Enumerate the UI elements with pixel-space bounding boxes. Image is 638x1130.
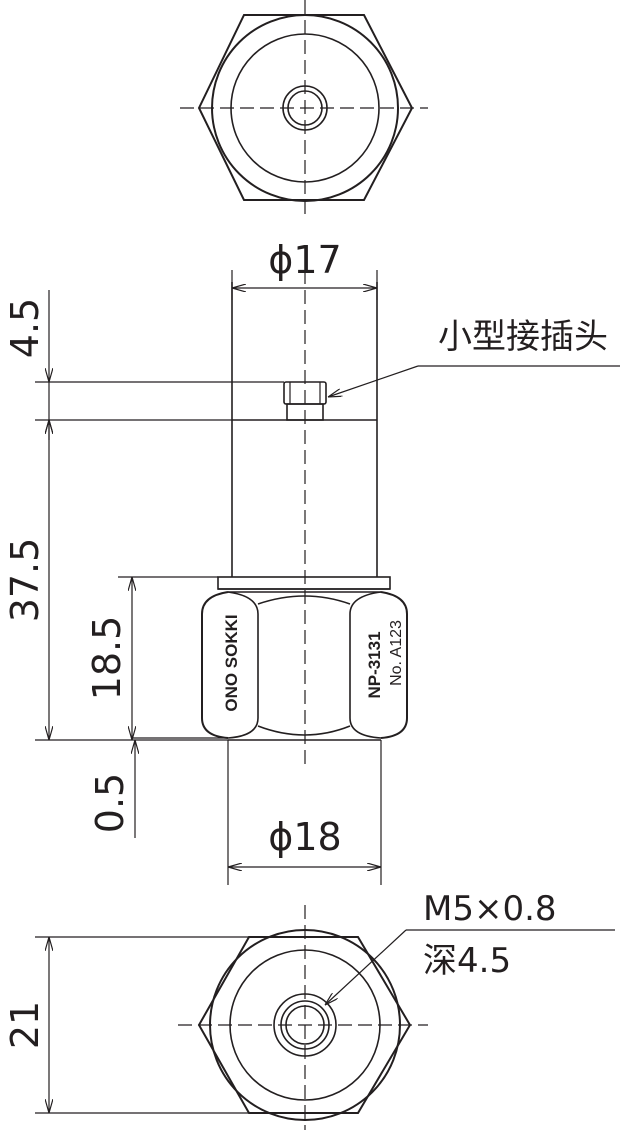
dim-top-diameter-label: ϕ17 <box>268 238 341 282</box>
dim-hex-flat-label: 21 <box>3 1001 47 1049</box>
dim-bottom-diameter-label: ϕ18 <box>268 815 341 859</box>
connector-callout: 小型接插头 <box>328 317 620 397</box>
connector-label: 小型接插头 <box>438 317 608 357</box>
dim-hex-height-label: 18.5 <box>85 616 129 701</box>
dim-connector-height: 4.5 <box>3 290 284 440</box>
side-view: ONO SOKKI NP-3131 No. A123 <box>201 270 408 765</box>
dim-top-diameter: ϕ17 <box>231 238 378 300</box>
thread-callout: M5×0.8 深4.5 <box>325 889 615 1005</box>
top-hex-outline <box>197 14 414 201</box>
dim-gap: 0.5 <box>88 737 228 838</box>
thread-spec-label: M5×0.8 <box>423 889 557 929</box>
dim-hex-height: 18.5 <box>85 576 218 740</box>
dim-total-height-label: 37.5 <box>3 538 47 623</box>
dim-total-height: 37.5 <box>3 420 228 741</box>
thread-depth-label: 深4.5 <box>423 941 511 981</box>
engraving-model: NP-3131 <box>365 631 384 698</box>
top-view <box>180 0 428 215</box>
flange <box>217 576 391 590</box>
engraving-serial: No. A123 <box>388 620 405 686</box>
dim-hex-flat: 21 <box>3 936 249 1114</box>
engraving-brand: ONO SOKKI <box>222 614 241 711</box>
bottom-view <box>178 905 428 1130</box>
dim-connector-height-label: 4.5 <box>3 298 47 358</box>
dim-bottom-diameter: ϕ18 <box>227 740 382 885</box>
dim-gap-label: 0.5 <box>88 773 132 833</box>
